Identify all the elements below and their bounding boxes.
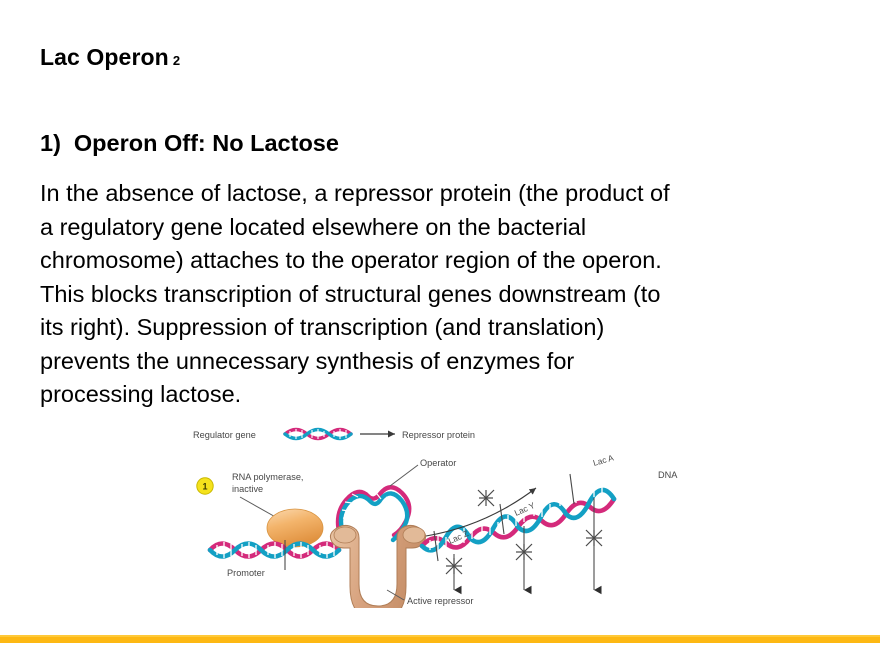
gene-boundary-tick-lacy-end [569, 473, 575, 505]
step-number-text: 1 [202, 482, 207, 492]
step-number-badge: 1 [196, 477, 214, 495]
structural-genes-dna-strand [419, 472, 629, 553]
section-heading-number: 1) [40, 130, 61, 156]
label-dna: DNA [658, 470, 678, 480]
body-line: a regulatory gene located elsewhere on t… [40, 213, 587, 240]
body-line: its right). Suppression of transcription… [40, 314, 605, 340]
label-rna-polymerase: RNA polymerase, [232, 472, 304, 482]
blocked-product-arrow-lacz [445, 554, 463, 595]
label-promoter: Promoter [227, 568, 265, 578]
promoter-dna-strand [207, 541, 342, 559]
bottom-accent-bar-highlight [0, 635, 880, 637]
label-regulator-gene: Regulator gene [193, 430, 256, 440]
section-heading: 1) Operon Off: No Lactose [40, 130, 339, 157]
label-rna-polymerase-line2: inactive [232, 484, 263, 494]
leader-line-active-repressor [386, 589, 405, 601]
body-line: processing lactose. [40, 381, 242, 407]
bottom-accent-bar [0, 635, 880, 643]
transcription-direction-arrow [425, 487, 537, 537]
section-heading-text: Operon Off: No Lactose [73, 130, 339, 156]
blocked-product-arrow-lacy [515, 526, 533, 595]
leader-line-operator [389, 464, 419, 487]
gene-boundary-tick-lacz-end [499, 503, 505, 535]
body-line: In the absence of lactose, a repressor p… [40, 180, 670, 206]
label-active-repressor: Active repressor [407, 596, 473, 606]
lac-operon-diagram: Regulator gene Repressor protein 1 RNA p… [182, 418, 698, 608]
lac-operon-diagram-svg: Regulator gene Repressor protein 1 RNA p… [182, 418, 698, 608]
blocked-x-mark-transcription [477, 489, 495, 507]
page-title-text: Lac Operon [40, 44, 169, 70]
gene-boundary-tick-lacz-start [433, 530, 439, 562]
page-title-suffix: 2 [172, 53, 181, 68]
label-operator: Operator [420, 458, 456, 468]
body-line: prevents the unnecessary synthesis of en… [40, 347, 575, 374]
body-line: This blocks transcription of structural … [40, 280, 661, 307]
label-repressor-protein: Repressor protein [402, 430, 475, 440]
body-paragraph: In the absence of lactose, a repressor p… [40, 177, 840, 412]
leader-line-rna-polymerase [239, 496, 280, 520]
active-repressor-icon [329, 524, 427, 608]
blocked-product-arrow-laca [585, 498, 603, 595]
regulator-gene-helix-icon [283, 427, 353, 441]
body-line: chromosome) attaches to the operator reg… [40, 247, 662, 273]
